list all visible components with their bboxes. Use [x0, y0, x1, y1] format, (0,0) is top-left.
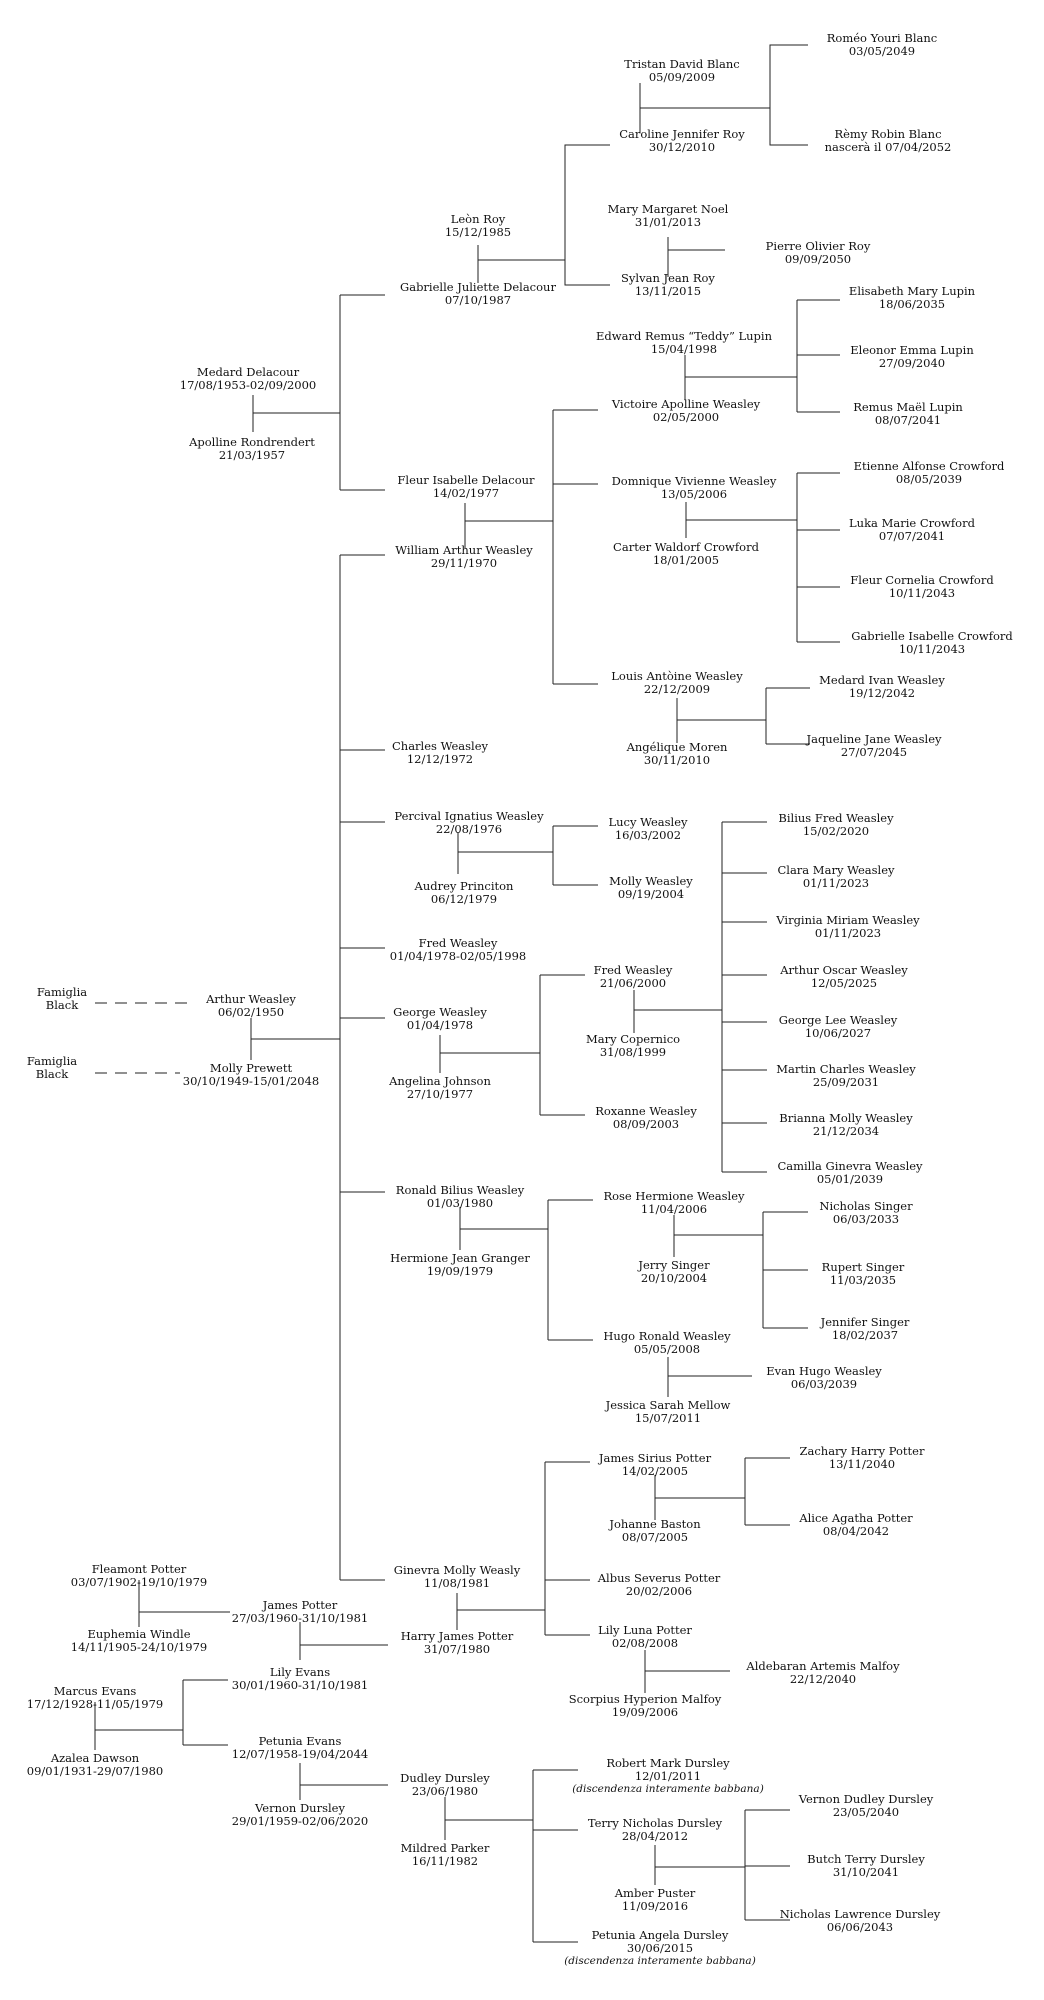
person-jessica: Jessica Sarah Mellow15/07/2011 [605, 1398, 731, 1425]
person-victoire: Victoire Apolline Weasley02/05/2000 [611, 397, 761, 424]
person-mollyw: Molly Weasley09/19/2004 [609, 874, 693, 901]
person-louis: Louis Antòine Weasley22/12/2009 [611, 669, 743, 696]
person-nicholas: Nicholas Singer06/03/2033 [819, 1199, 913, 1226]
person-eleonor: Eleonor Emma Lupin27/09/2040 [850, 343, 974, 370]
person-william: William Arthur Weasley29/11/1970 [395, 543, 533, 570]
person-euphemia: Euphemia Windle14/11/1905-24/10/1979 [70, 1627, 208, 1654]
person-gabrielle: Gabrielle Juliette Delacour07/10/1987 [400, 280, 556, 307]
person-luka: Luka Marie Crowford07/07/2041 [849, 516, 975, 543]
person-albus: Albus Severus Potter20/02/2006 [597, 1571, 721, 1598]
person-jaqueline: Jaqueline Jane Weasley27/07/2045 [806, 732, 942, 759]
person-mildred: Mildred Parker16/11/1982 [400, 1841, 490, 1868]
person-mollyp: Molly Prewett30/10/1949-15/01/2048 [182, 1061, 320, 1088]
person-fleurcornelia: Fleur Cornelia Crowford10/11/2043 [850, 573, 994, 600]
person-fred: Fred Weasley01/04/1978-02/05/1998 [389, 936, 527, 963]
person-petuniaangela: Petunia Angela Dursley30/06/2015(discend… [564, 1928, 756, 1968]
person-johanne: Johanne Baston08/07/2005 [609, 1517, 701, 1544]
person-hermione: Hermione Jean Granger19/09/1979 [390, 1251, 530, 1278]
person-vernon: Vernon Dursley29/01/1959-02/06/2020 [231, 1801, 369, 1828]
person-nicholasl: Nicholas Lawrence Dursley06/06/2043 [779, 1907, 941, 1934]
person-marcus: Marcus Evans17/12/1928-11/05/1979 [26, 1684, 164, 1711]
person-carter: Carter Waldorf Crowford18/01/2005 [613, 540, 759, 567]
person-ginevra: Ginevra Molly Weasly11/08/1981 [393, 1563, 521, 1590]
person-marymargaret: Mary Margaret Noel31/01/2013 [607, 202, 729, 229]
person-remusmael: Remus Maël Lupin08/07/2041 [853, 400, 963, 427]
person-jennifer: Jennifer Singer18/02/2037 [820, 1315, 910, 1342]
person-butch: Butch Terry Dursley31/10/2041 [807, 1852, 925, 1879]
person-arthuroscar: Arthur Oscar Weasley12/05/2025 [780, 963, 908, 990]
person-medardivan: Medard Ivan Weasley19/12/2042 [819, 673, 945, 700]
person-gabrielleisabelle: Gabrielle Isabelle Crowford10/11/2043 [851, 629, 1013, 656]
person-roxanne: Roxanne Weasley08/09/2003 [595, 1104, 697, 1131]
person-caroline: Caroline Jennifer Roy30/12/2010 [619, 127, 745, 154]
person-teddy: Edward Remus “Teddy” Lupin15/04/1998 [595, 329, 772, 356]
person-angelina: Angelina Johnson27/10/1977 [389, 1074, 491, 1101]
person-romeo: Roméo Youri Blanc03/05/2049 [826, 31, 938, 58]
person-angelique: Angélique Moren30/11/2010 [626, 740, 728, 767]
person-harry: Harry James Potter31/07/1980 [400, 1629, 514, 1656]
person-scorpius: Scorpius Hyperion Malfoy19/09/2006 [568, 1692, 722, 1719]
person-amber: Amber Puster11/09/2016 [614, 1886, 696, 1913]
person-petunia: Petunia Evans12/07/1958-19/04/2044 [231, 1734, 369, 1761]
person-audrey: Audrey Princiton06/12/1979 [414, 879, 514, 906]
person-percival: Percival Ignatius Weasley22/08/1976 [394, 809, 544, 836]
person-medard: Medard Delacour17/08/1953-02/09/2000 [179, 365, 317, 392]
person-azalea: Azalea Dawson09/01/1931-29/07/1980 [26, 1751, 164, 1778]
person-clara: Clara Mary Weasley01/11/2023 [777, 863, 895, 890]
person-rupert: Rupert Singer11/03/2035 [821, 1260, 905, 1287]
person-etienne: Etienne Alfonse Crowford08/05/2039 [853, 459, 1005, 486]
person-brianna: Brianna Molly Weasley21/12/2034 [779, 1111, 913, 1138]
person-fleur: Fleur Isabelle Delacour14/02/1977 [397, 473, 535, 500]
person-arthur: Arthur Weasley06/02/1950 [206, 992, 296, 1019]
person-aldebaran: Aldebaran Artemis Malfoy22/12/2040 [746, 1659, 900, 1686]
person-jamessirius: James Sirius Potter14/02/2005 [598, 1451, 712, 1478]
person-sylvan: Sylvan Jean Roy13/11/2015 [621, 271, 715, 298]
person-charles: Charles Weasley12/12/1972 [391, 739, 489, 766]
person-ronald: Ronald Bilius Weasley01/03/1980 [395, 1183, 525, 1210]
person-apolline: Apolline Rondrendert21/03/1957 [189, 435, 315, 462]
person-fleamont: Fleamont Potter03/07/1902-19/10/1979 [70, 1562, 208, 1589]
person-hugo: Hugo Ronald Weasley05/05/2008 [603, 1329, 731, 1356]
person-vernondudley: Vernon Dudley Dursley23/05/2040 [798, 1792, 934, 1819]
person-lilyluna: Lily Luna Potter02/08/2008 [598, 1623, 692, 1650]
person-tristan: Tristan David Blanc05/09/2009 [624, 57, 740, 84]
person-evan: Evan Hugo Weasley06/03/2039 [766, 1364, 882, 1391]
person-elisabeth: Elisabeth Mary Lupin18/06/2035 [848, 284, 976, 311]
person-marycop: Mary Copernico31/08/1999 [585, 1032, 681, 1059]
person-famiglia-black-2: FamigliaBlack [26, 1054, 78, 1081]
person-robert: Robert Mark Dursley12/01/2011(discendenz… [572, 1756, 764, 1796]
person-fred2: Fred Weasley21/06/2000 [593, 963, 673, 990]
person-lily: Lily Evans30/01/1960-31/10/1981 [231, 1665, 369, 1692]
person-alice: Alice Agatha Potter08/04/2042 [799, 1511, 913, 1538]
person-leon: Leòn Roy15/12/1985 [444, 212, 512, 239]
person-remy: Rèmy Robin Blancnascerà il 07/04/2052 [824, 127, 952, 154]
person-dominique: Domnique Vivienne Weasley13/05/2006 [611, 474, 777, 501]
person-zachary: Zachary Harry Potter13/11/2040 [799, 1444, 925, 1471]
person-lucy: Lucy Weasley16/03/2002 [608, 815, 688, 842]
person-virginia: Virginia Miriam Weasley01/11/2023 [776, 913, 920, 940]
person-dudley: Dudley Dursley23/06/1980 [400, 1771, 490, 1798]
person-bilius: Bilius Fred Weasley15/02/2020 [778, 811, 894, 838]
person-camilla: Camilla Ginevra Weasley05/01/2039 [777, 1159, 923, 1186]
person-terry: Terry Nicholas Dursley28/04/2012 [587, 1816, 723, 1843]
person-pierre: Pierre Olivier Roy09/09/2050 [765, 239, 871, 266]
person-famiglia-black-1: FamigliaBlack [36, 985, 88, 1012]
person-georgelee: George Lee Weasley10/06/2027 [778, 1013, 898, 1040]
person-rose: Rose Hermione Weasley11/04/2006 [603, 1189, 745, 1216]
person-jerry: Jerry Singer20/10/2004 [638, 1258, 710, 1285]
person-james: James Potter27/03/1960-31/10/1981 [231, 1598, 369, 1625]
person-george: George Weasley01/04/1978 [393, 1005, 487, 1032]
person-martin: Martin Charles Weasley25/09/2031 [776, 1062, 916, 1089]
